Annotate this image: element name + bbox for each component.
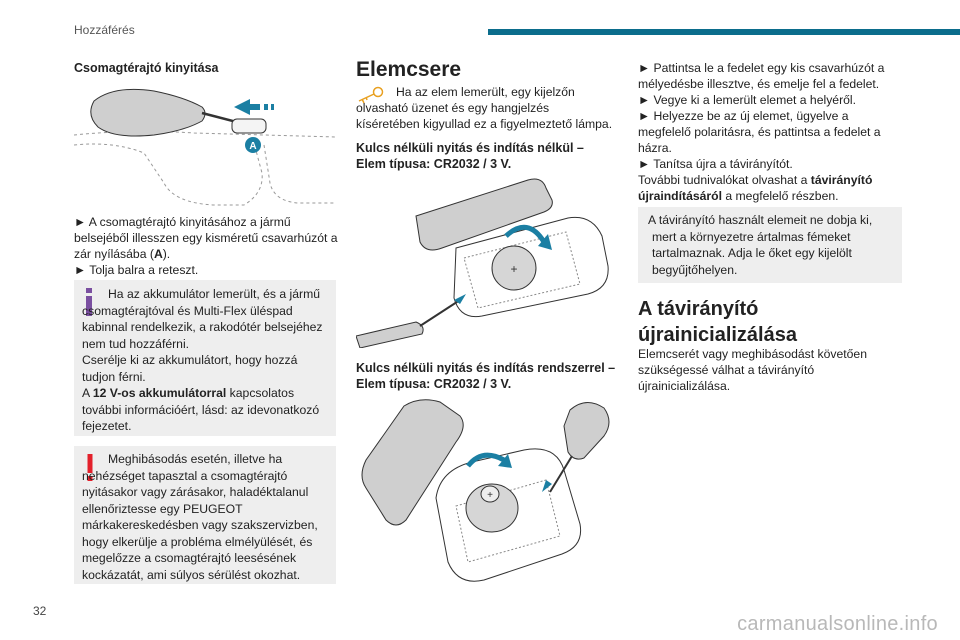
warning-text: Meghibásodás esetén, illetve ha nehézség… [82, 452, 318, 582]
battery-step-4: ► Tanítsa újra a távirányítót. [638, 157, 793, 171]
svg-text:+: + [487, 490, 493, 501]
info-line-1: Ha az akkumulátor lemerült, és a jármű c… [82, 287, 323, 351]
key-fob-illustration-1: + [356, 178, 609, 348]
subtitle-no-keyless: Kulcs nélküli nyitás és indítás nélkül –… [356, 141, 584, 171]
info-note: Ha az akkumulátor lemerült, és a jármű c… [74, 280, 336, 436]
info-line-2: Cserélje ki az akkumulátort, hogy hozzá … [82, 353, 298, 384]
tailgate-step-2: ► Tolja balra a reteszt. [74, 263, 199, 277]
section-label: Hozzáférés [74, 23, 135, 37]
battery-intro: Ha az elem lemerült, egy kijelzőn olvash… [356, 85, 613, 131]
info-line-3: A 12 V-os akkumulátorral kapcsolatos tov… [82, 386, 320, 433]
warning-note: Meghibásodás esetén, illetve ha nehézség… [74, 446, 336, 584]
watermark: carmanualsonline.info [737, 613, 938, 635]
battery-step-1: ► Pattintsa le a fedelet egy kis csavarh… [638, 61, 885, 91]
subtitle-keyless: Kulcs nélküli nyitás és indítás rendszer… [356, 361, 616, 391]
tailgate-illustration: A [74, 88, 336, 206]
column-1: Csomagtérajtó kinyitása [74, 60, 336, 76]
battery-step-3: ► Helyezze be az új elemet, ügyelve a me… [638, 109, 881, 155]
battery-step-2: ► Vegye ki a lemerült elemet a helyéről. [638, 93, 856, 107]
key-warning-lamp-icon [358, 86, 384, 104]
reinit-body: Elemcserét vagy meghibásodást követően s… [638, 347, 867, 393]
tailgate-step-1: ► A csomagtérajtó kinyitásához a jármű b… [74, 215, 338, 261]
header-accent-bar [488, 29, 960, 35]
page-number: 32 [33, 604, 47, 618]
more-info-text: További tudnivalókat olvashat a távirány… [638, 173, 873, 203]
callout-a: A [249, 141, 256, 152]
tailgate-title: Csomagtérajtó kinyitása [74, 61, 219, 75]
reinit-title: A távirányító újrainicializálása [638, 298, 797, 346]
key-fob-illustration-2: + [361, 399, 610, 582]
warning-icon [87, 454, 93, 481]
svg-text:+: + [510, 262, 517, 276]
environment-note: A távirányító használt elemeit ne dobja … [638, 207, 902, 283]
info-icon [86, 288, 92, 316]
environment-text: A távirányító használt elemeit ne dobja … [648, 213, 873, 277]
battery-title: Elemcsere [356, 58, 462, 81]
